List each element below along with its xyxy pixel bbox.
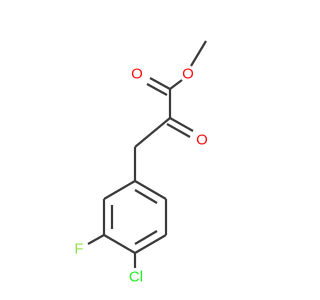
- ester-carbonyl-oxygen-label: O: [131, 66, 143, 83]
- ring-inner-2: [134, 230, 158, 245]
- fluorine-atom: F: [74, 241, 83, 258]
- ester-carbonyl-oxygen-atom: O: [131, 66, 143, 83]
- bond-o-ester-carbon: [169, 79, 183, 90]
- bond-keto-o-1: [169, 117, 194, 132]
- ring-bond-4: [134, 234, 167, 254]
- bond-methyl-o: [190, 40, 207, 67]
- ester-oxygen-atom: O: [182, 66, 194, 83]
- chlorine-atom: Cl: [129, 269, 143, 286]
- chlorine-label: Cl: [129, 269, 143, 286]
- ring-bond-1: [103, 180, 136, 200]
- ketone-oxygen-atom: O: [196, 132, 208, 149]
- ketone-oxygen-label: O: [196, 132, 208, 149]
- molecule-structure: O O O F Cl: [74, 40, 208, 286]
- ester-oxygen-label: O: [182, 66, 194, 83]
- bond-keto-o-2: [166, 123, 191, 138]
- bonds: [87, 40, 207, 268]
- bond-keto-ch2: [134, 117, 171, 148]
- bond-ester-carbonyl-2: [146, 83, 168, 96]
- ring-bond-6: [134, 180, 167, 200]
- bond-ester-carbonyl-1: [149, 77, 171, 90]
- atom-labels: O O O F Cl: [74, 66, 207, 286]
- ring-inner-3: [134, 189, 158, 204]
- fluorine-label: F: [74, 241, 83, 258]
- bond-ring-f: [87, 234, 105, 245]
- ring-bond-3: [103, 234, 136, 254]
